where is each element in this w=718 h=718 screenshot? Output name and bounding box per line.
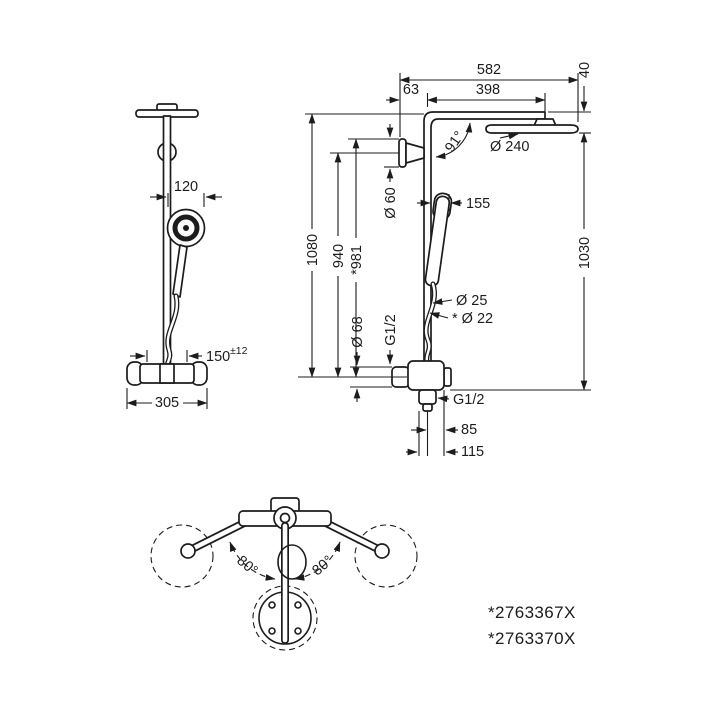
dim-940: 940 bbox=[330, 152, 399, 378]
dim-150-tolerance: ±12 bbox=[230, 345, 248, 357]
dim-398-label: 398 bbox=[476, 82, 500, 98]
dim-981: *981 bbox=[348, 138, 365, 378]
dia-22-label: * Ø 22 bbox=[452, 311, 493, 327]
dim-63-label: 63 bbox=[403, 82, 419, 98]
dim-1080: 1080 bbox=[298, 113, 424, 378]
dim-1030: 1030 bbox=[450, 132, 593, 391]
dim-pipe-25: Ø 25 bbox=[432, 293, 487, 309]
dim-981-label: *981 bbox=[349, 245, 365, 275]
front-hand-shower-handle bbox=[172, 244, 188, 298]
dim-150: 150 ±12 bbox=[130, 345, 248, 365]
dim-155: 155 bbox=[417, 194, 490, 212]
front-hand-shower-ring bbox=[172, 214, 200, 242]
front-view: 120 150 ±12 305 bbox=[126, 103, 248, 411]
right-swivel-circle bbox=[354, 524, 418, 588]
right-arm-tip bbox=[374, 543, 390, 559]
dia-25-label: Ø 25 bbox=[456, 293, 487, 309]
left-arm-tip bbox=[180, 543, 196, 559]
side-wall-cone bbox=[405, 142, 425, 164]
dia-60-label: Ø 60 bbox=[383, 187, 399, 218]
thread-supply-label: G1/2 bbox=[383, 314, 399, 345]
dim-85-label: 85 bbox=[461, 422, 477, 438]
dim-63: 63 bbox=[386, 82, 429, 107]
dim-1030-label: 1030 bbox=[577, 237, 593, 269]
dim-305-label: 305 bbox=[155, 395, 179, 411]
thread-supply: G1/2 bbox=[383, 314, 399, 365]
dim-115-label: 115 bbox=[461, 444, 484, 460]
thread-outlet-label: G1/2 bbox=[453, 392, 484, 408]
dim-head-diameter: Ø 240 bbox=[490, 132, 530, 155]
dim-120-label: 120 bbox=[174, 179, 198, 195]
side-valve-body bbox=[407, 360, 445, 391]
front-hand-shower-button bbox=[183, 225, 189, 231]
dim-escutcheon-68: Ø 68 bbox=[350, 316, 392, 402]
dim-120: 120 bbox=[150, 179, 222, 207]
dim-940-label: 940 bbox=[331, 244, 347, 268]
dim-40-label: 40 bbox=[577, 62, 593, 78]
angle-91: 91° bbox=[435, 122, 473, 160]
dim-582-label: 582 bbox=[477, 62, 501, 78]
part-number-1: *2763367X bbox=[488, 603, 576, 622]
dim-150-label: 150 bbox=[206, 349, 230, 365]
dim-85: 85 bbox=[411, 390, 477, 456]
side-overhead-shower bbox=[485, 124, 579, 134]
dim-305: 305 bbox=[126, 388, 208, 411]
thread-outlet: G1/2 bbox=[437, 392, 484, 408]
top-view: 80° 80° bbox=[150, 497, 418, 651]
part-numbers: *2763367X *2763370X bbox=[488, 603, 576, 648]
side-wall-nub bbox=[443, 367, 452, 387]
dia-68-label: Ø 68 bbox=[350, 316, 366, 347]
dim-115: 115 bbox=[406, 411, 484, 460]
part-number-2: *2763370X bbox=[488, 629, 576, 648]
left-swivel-arc bbox=[229, 541, 276, 581]
side-wall-plate bbox=[398, 138, 407, 168]
dim-398: 398 bbox=[427, 82, 546, 112]
angle-91-label: 91° bbox=[442, 128, 468, 155]
front-valve-center bbox=[159, 363, 175, 384]
side-view: 582 63 398 40 91° bbox=[298, 62, 593, 460]
side-hand-shower bbox=[424, 192, 453, 287]
side-outlet-nipple bbox=[422, 403, 433, 412]
dim-155-label: 155 bbox=[466, 196, 490, 212]
right-swivel-arc bbox=[294, 541, 341, 581]
left-swivel-circle bbox=[150, 524, 214, 588]
dim-582: 582 bbox=[399, 62, 579, 137]
side-outlet bbox=[418, 389, 437, 405]
dim-1080-label: 1080 bbox=[305, 234, 321, 266]
dia-240-label: Ø 240 bbox=[490, 139, 530, 155]
dim-pipe-22: * Ø 22 bbox=[429, 311, 493, 327]
